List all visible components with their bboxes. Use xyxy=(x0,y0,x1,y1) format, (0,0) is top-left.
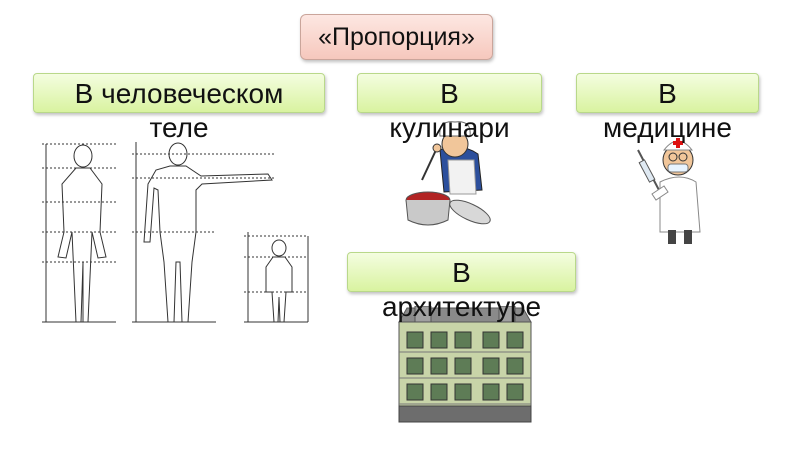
topic-cooking-line1: В xyxy=(440,78,459,109)
topic-body-label: В человеческом теле xyxy=(74,74,284,143)
topic-cooking-label: В кулинари xyxy=(389,74,509,143)
topic-cooking-line2: кулинари xyxy=(389,112,510,143)
cook-illustration xyxy=(405,121,491,226)
human-figure-front xyxy=(57,144,107,323)
topic-body-line1: В человеческом xyxy=(74,78,284,109)
topic-medicine-line2: медицине xyxy=(603,112,732,143)
topic-architecture-line1: В xyxy=(452,257,471,288)
topic-architecture: В архитектуре xyxy=(347,252,576,322)
topic-architecture-label: В архитектуре xyxy=(382,253,541,322)
body-proportions-illustration xyxy=(42,142,309,323)
building-illustration xyxy=(398,306,532,423)
doctor-illustration xyxy=(637,138,701,244)
topic-medicine-label: В медицине xyxy=(603,74,732,143)
topic-body: В человеческом теле xyxy=(33,73,325,143)
topic-medicine: В медицине xyxy=(576,73,759,143)
topic-cooking: В кулинари xyxy=(357,73,542,143)
human-figure-child xyxy=(265,239,293,323)
title-text: «Пропорция» xyxy=(318,22,475,51)
topic-medicine-line1: В xyxy=(658,78,677,109)
title-box: «Пропорция» xyxy=(300,14,493,60)
topic-body-line2: теле xyxy=(149,112,209,143)
topic-architecture-line2: архитектуре xyxy=(381,291,542,322)
